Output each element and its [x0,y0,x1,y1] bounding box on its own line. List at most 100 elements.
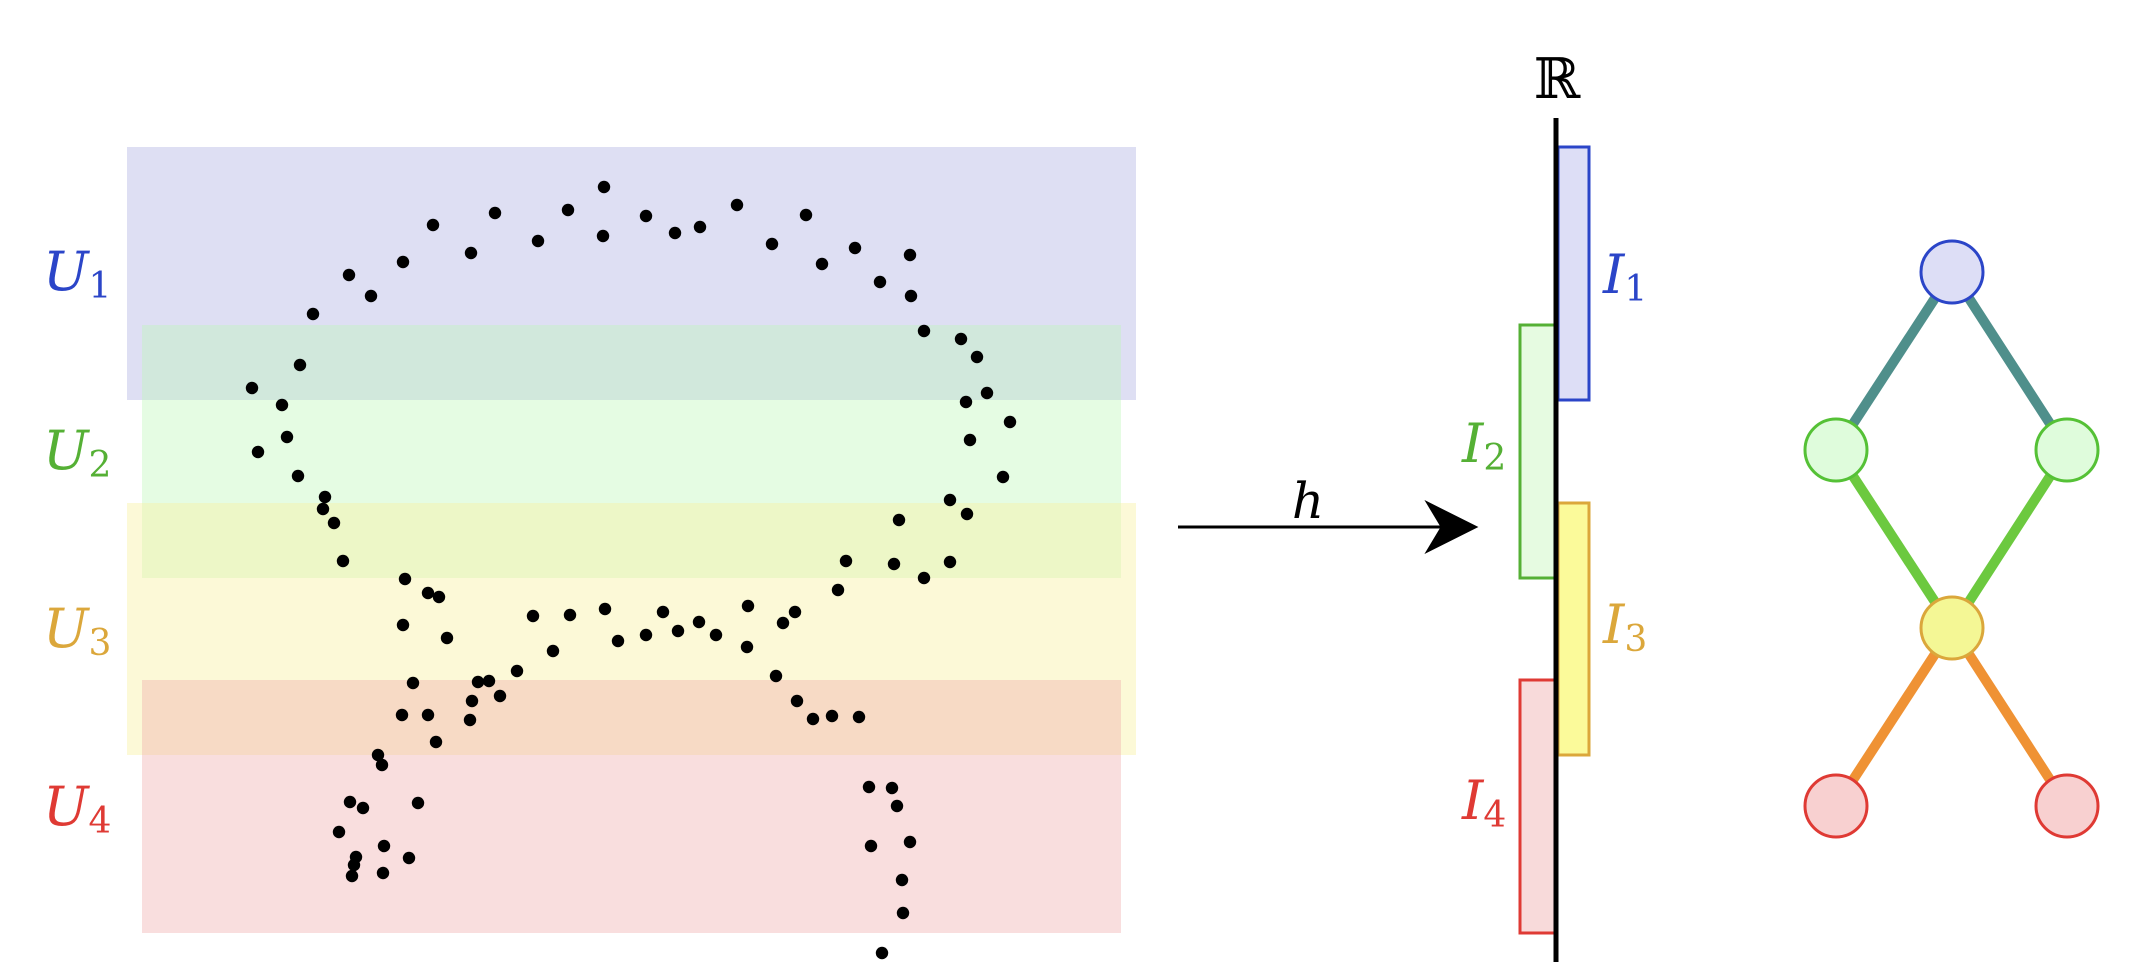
map-label: h [1292,472,1324,530]
sample-point [692,615,706,629]
sample-point [293,358,307,372]
sample-point [996,470,1010,484]
sample-point [291,469,305,483]
sample-point [245,381,259,395]
cover-label-u4: U4 [43,775,111,842]
sample-point [765,237,779,251]
sample-point [852,710,866,724]
sample-point [769,669,783,683]
sample-point [421,708,435,722]
sample-point [903,248,917,262]
sample-point [398,572,412,586]
sample-point [463,713,477,727]
sample-point [896,906,910,920]
sample-point [342,268,356,282]
sample-point [356,801,370,815]
interval-label-i2: I2 [1461,412,1506,479]
sample-point [402,851,416,865]
sample-point [510,664,524,678]
sample-point [917,324,931,338]
sample-point [730,198,744,212]
point-cloud [245,180,1017,960]
sample-point [790,694,804,708]
sample-point [371,748,385,762]
sample-point [327,516,341,530]
interval-i4 [1518,678,1559,935]
sample-point [611,634,625,648]
sample-point [426,218,440,232]
sample-point [1003,415,1017,429]
sample-point [693,220,707,234]
sample-point [280,430,294,444]
graph-node-mid-right [2034,417,2100,483]
interval-i1 [1556,145,1591,402]
sample-point [671,624,685,638]
interval-i3 [1556,501,1591,757]
sample-point [526,609,540,623]
real-line-label: ℝ [1534,47,1582,112]
sample-point [639,628,653,642]
sample-point [963,433,977,447]
sample-point [411,796,425,810]
sample-point [776,616,790,630]
sample-point [429,735,443,749]
sample-point [596,229,610,243]
sample-point [306,307,320,321]
sample-point [275,398,289,412]
sample-point [864,839,878,853]
edge-mid-left-center [1831,447,1957,631]
sample-point [873,275,887,289]
sample-point [563,608,577,622]
sample-point [668,226,682,240]
cover-label-u3: U3 [43,597,111,664]
sample-point [432,590,446,604]
sample-point [471,675,485,689]
sample-point [862,780,876,794]
sample-point [597,180,611,194]
sample-point [788,605,802,619]
sample-point [406,676,420,690]
sample-point [318,490,332,504]
sample-point [895,873,909,887]
sample-point [740,640,754,654]
sample-point [464,246,478,260]
sample-point [903,835,917,849]
sample-point [343,795,357,809]
edge-top-mid-right [1947,269,2072,453]
sample-point [917,571,931,585]
sample-point [839,554,853,568]
sample-point [488,206,502,220]
sample-point [825,709,839,723]
sample-point [848,241,862,255]
sample-point [890,799,904,813]
graph-node-bottom-right [2034,773,2100,839]
sample-point [639,209,653,223]
sample-point [396,618,410,632]
sample-point [970,350,984,364]
sample-point [960,507,974,521]
sample-point [799,208,813,222]
edge-center-bottom-right [1947,625,2072,809]
edge-center-bottom-left [1831,625,1957,809]
sample-point [336,554,350,568]
sample-point [980,386,994,400]
sample-point [251,445,265,459]
sample-point [806,712,820,726]
interval-i2 [1518,323,1559,580]
sample-point [887,557,901,571]
sample-point [741,599,755,613]
sample-point [831,583,845,597]
sample-point [465,694,479,708]
sample-point [875,946,889,960]
cover-label-u1: U1 [43,240,111,307]
sample-point [377,839,391,853]
sample-point [375,758,389,772]
map-arrow-group: h [1178,472,1479,554]
sample-point [396,255,410,269]
graph-node-center [1919,595,1985,661]
sample-point [561,203,575,217]
sample-point [493,689,507,703]
interval-label-i1: I1 [1602,243,1647,310]
sample-point [395,708,409,722]
